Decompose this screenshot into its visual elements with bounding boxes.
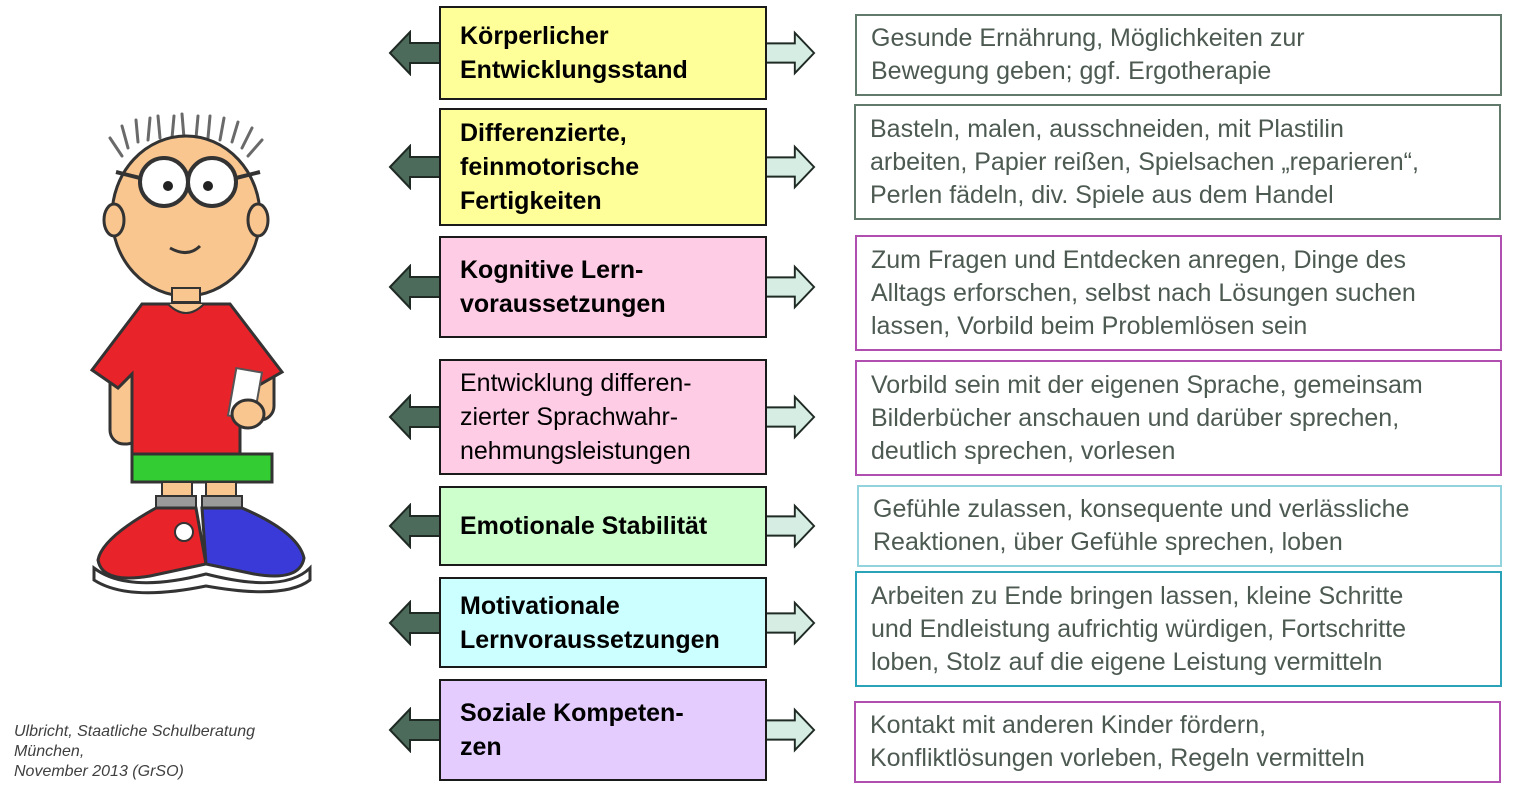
- description-box: Zum Fragen und Entdecken anregen, Dinge …: [855, 235, 1502, 351]
- category-box: Soziale Kompeten- zen: [439, 679, 767, 781]
- description-box: Vorbild sein mit der eigenen Sprache, ge…: [855, 360, 1502, 476]
- left-arrow-icon: [388, 264, 442, 310]
- description-box: Arbeiten zu Ende bringen lassen, kleine …: [855, 571, 1502, 687]
- credit-line: Ulbricht, Staatliche Schulberatung: [14, 723, 256, 740]
- right-arrow-icon: [764, 30, 816, 76]
- description-box: Basteln, malen, ausschneiden, mit Plasti…: [854, 104, 1501, 220]
- right-arrow-icon: [764, 599, 816, 646]
- category-box: Kognitive Lern- voraussetzungen: [439, 236, 767, 338]
- cartoon-boy-icon: [89, 112, 312, 595]
- category-box: Motivationale Lernvoraussetzungen: [439, 577, 767, 668]
- blue-shoe-icon: [200, 506, 306, 578]
- left-arrow-icon: [388, 144, 442, 190]
- description-box: Gesunde Ernährung, Möglichkeiten zur Bew…: [855, 14, 1502, 96]
- category-box: Entwicklung differen- zierter Sprachwahr…: [439, 359, 767, 475]
- category-box: Körperlicher Entwicklungsstand: [439, 6, 767, 100]
- shorts: [130, 452, 274, 484]
- right-arrow-icon: [764, 707, 816, 753]
- category-box: Differenzierte, feinmotorische Fertigkei…: [439, 108, 767, 226]
- right-arrow-icon: [764, 144, 816, 190]
- credit-text: Ulbricht, Staatliche Schulberatung Münch…: [14, 722, 314, 782]
- left-arrow-icon: [388, 30, 442, 76]
- red-shoe-icon: [96, 506, 208, 580]
- hair: [108, 112, 264, 158]
- credit-line: München,: [14, 743, 85, 760]
- description-box: Kontakt mit anderen Kinder fördern, Konf…: [854, 701, 1501, 783]
- left-arrow-icon: [388, 707, 442, 753]
- right-arrow-icon: [764, 264, 816, 310]
- description-box: Gefühle zulassen, konsequente und verläs…: [857, 485, 1502, 567]
- glasses-icon: [115, 156, 261, 208]
- head: [110, 134, 262, 298]
- right-arrow-icon: [764, 503, 816, 549]
- left-arrow-icon: [388, 503, 442, 549]
- left-arrow-icon: [388, 599, 442, 646]
- category-box: Emotionale Stabilität: [439, 486, 767, 566]
- right-arrow-icon: [764, 394, 816, 440]
- credit-line: November 2013 (GrSO): [14, 763, 184, 780]
- left-arrow-icon: [388, 394, 442, 440]
